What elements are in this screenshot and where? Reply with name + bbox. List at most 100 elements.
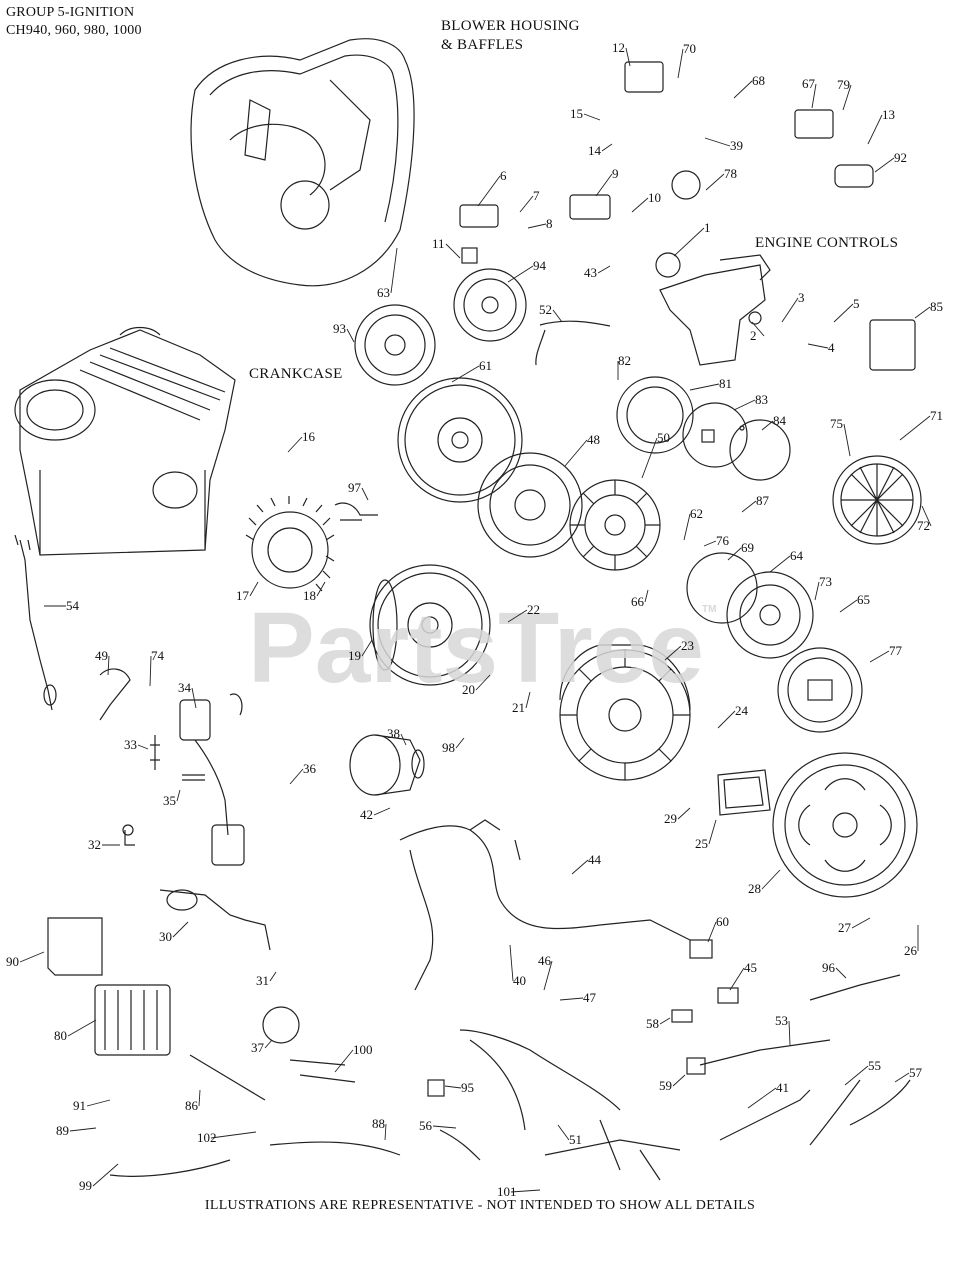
callout-89[interactable]: 89 [56, 1123, 69, 1138]
callout-29[interactable]: 29 [664, 811, 677, 826]
callout-22[interactable]: 22 [527, 602, 540, 617]
callout-38[interactable]: 38 [387, 726, 400, 741]
callout-96[interactable]: 96 [822, 960, 836, 975]
callout-41[interactable]: 41 [776, 1080, 789, 1095]
callout-90[interactable]: 90 [6, 954, 19, 969]
callout-64[interactable]: 64 [790, 548, 804, 563]
callout-87[interactable]: 87 [756, 493, 770, 508]
callout-49[interactable]: 49 [95, 648, 108, 663]
callout-21[interactable]: 21 [512, 700, 525, 715]
callout-102[interactable]: 102 [197, 1130, 217, 1145]
callout-73[interactable]: 73 [819, 574, 832, 589]
callout-61[interactable]: 61 [479, 358, 492, 373]
callout-42[interactable]: 42 [360, 807, 373, 822]
callout-8[interactable]: 8 [546, 216, 553, 231]
callout-66[interactable]: 66 [631, 594, 645, 609]
callout-40[interactable]: 40 [513, 973, 526, 988]
callout-76[interactable]: 76 [716, 533, 730, 548]
callout-27[interactable]: 27 [838, 920, 852, 935]
callout-33[interactable]: 33 [124, 737, 137, 752]
callout-94[interactable]: 94 [533, 258, 547, 273]
callout-59[interactable]: 59 [659, 1078, 672, 1093]
callout-48[interactable]: 48 [587, 432, 600, 447]
callout-15[interactable]: 15 [570, 106, 583, 121]
callout-26[interactable]: 26 [904, 943, 918, 958]
callout-86[interactable]: 86 [185, 1098, 199, 1113]
callout-43[interactable]: 43 [584, 265, 597, 280]
callout-18[interactable]: 18 [303, 588, 316, 603]
callout-45[interactable]: 45 [744, 960, 757, 975]
callout-97[interactable]: 97 [348, 480, 362, 495]
callout-28[interactable]: 28 [748, 881, 761, 896]
callout-23[interactable]: 23 [681, 638, 694, 653]
callout-2[interactable]: 2 [750, 328, 757, 343]
callout-95[interactable]: 95 [461, 1080, 474, 1095]
callout-74[interactable]: 74 [151, 648, 165, 663]
callout-101[interactable]: 101 [497, 1184, 517, 1199]
callout-84[interactable]: 84 [773, 413, 787, 428]
callout-82[interactable]: 82 [618, 353, 631, 368]
callout-85[interactable]: 85 [930, 299, 943, 314]
callout-78[interactable]: 78 [724, 166, 737, 181]
callout-99[interactable]: 99 [79, 1178, 92, 1193]
callout-31[interactable]: 31 [256, 973, 269, 988]
callout-39[interactable]: 39 [730, 138, 743, 153]
callout-7[interactable]: 7 [533, 188, 540, 203]
callout-75[interactable]: 75 [830, 416, 843, 431]
callout-50[interactable]: 50 [657, 430, 670, 445]
callout-11[interactable]: 11 [432, 236, 445, 251]
callout-88[interactable]: 88 [372, 1116, 385, 1131]
callout-92[interactable]: 92 [894, 150, 907, 165]
callout-57[interactable]: 57 [909, 1065, 923, 1080]
callout-46[interactable]: 46 [538, 953, 552, 968]
callout-14[interactable]: 14 [588, 143, 602, 158]
callout-65[interactable]: 65 [857, 592, 870, 607]
callout-100[interactable]: 100 [353, 1042, 373, 1057]
callout-1[interactable]: 1 [704, 220, 711, 235]
callout-5[interactable]: 5 [853, 296, 860, 311]
callout-63[interactable]: 63 [377, 285, 390, 300]
callout-77[interactable]: 77 [889, 643, 903, 658]
callout-72[interactable]: 72 [917, 518, 930, 533]
callout-35[interactable]: 35 [163, 793, 176, 808]
callout-53[interactable]: 53 [775, 1013, 788, 1028]
callout-51[interactable]: 51 [569, 1132, 582, 1147]
callout-10[interactable]: 10 [648, 190, 661, 205]
callout-36[interactable]: 36 [303, 761, 317, 776]
callout-54[interactable]: 54 [66, 598, 80, 613]
callout-12[interactable]: 12 [612, 40, 625, 55]
callout-30[interactable]: 30 [159, 929, 172, 944]
callout-6[interactable]: 6 [500, 168, 507, 183]
callout-62[interactable]: 62 [690, 506, 703, 521]
callout-34[interactable]: 34 [178, 680, 192, 695]
callout-52[interactable]: 52 [539, 302, 552, 317]
callout-3[interactable]: 3 [798, 290, 805, 305]
callout-19[interactable]: 19 [348, 648, 361, 663]
callout-17[interactable]: 17 [236, 588, 250, 603]
callout-16[interactable]: 16 [302, 429, 316, 444]
callout-58[interactable]: 58 [646, 1016, 659, 1031]
callout-68[interactable]: 68 [752, 73, 765, 88]
callout-81[interactable]: 81 [719, 376, 732, 391]
callout-71[interactable]: 71 [930, 408, 943, 423]
callout-91[interactable]: 91 [73, 1098, 86, 1113]
callout-56[interactable]: 56 [419, 1118, 433, 1133]
callout-47[interactable]: 47 [583, 990, 597, 1005]
callout-67[interactable]: 67 [802, 76, 816, 91]
callout-70[interactable]: 70 [683, 41, 696, 56]
callout-37[interactable]: 37 [251, 1040, 265, 1055]
callout-98[interactable]: 98 [442, 740, 455, 755]
callout-44[interactable]: 44 [588, 852, 602, 867]
callout-24[interactable]: 24 [735, 703, 749, 718]
callout-25[interactable]: 25 [695, 836, 708, 851]
callout-32[interactable]: 32 [88, 837, 101, 852]
callout-93[interactable]: 93 [333, 321, 346, 336]
callout-4[interactable]: 4 [828, 340, 835, 355]
callout-20[interactable]: 20 [462, 682, 475, 697]
callout-60[interactable]: 60 [716, 914, 729, 929]
callout-9[interactable]: 9 [612, 166, 619, 181]
callout-83[interactable]: 83 [755, 392, 768, 407]
callout-69[interactable]: 69 [741, 540, 754, 555]
callout-80[interactable]: 80 [54, 1028, 67, 1043]
callout-55[interactable]: 55 [868, 1058, 881, 1073]
